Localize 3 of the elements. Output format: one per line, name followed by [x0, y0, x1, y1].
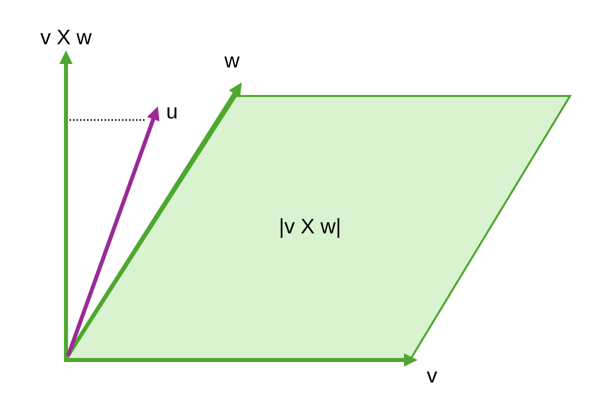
- vector-label: u: [168, 107, 176, 119]
- vector-label: w: [224, 56, 240, 68]
- vector-label: v X w: [40, 30, 92, 44]
